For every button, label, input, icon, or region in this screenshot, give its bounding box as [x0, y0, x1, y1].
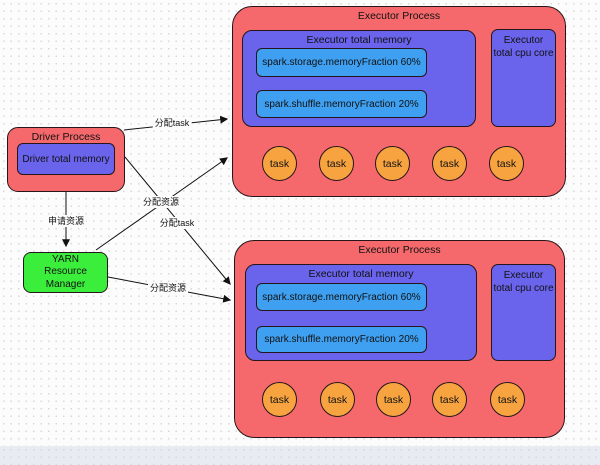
executor-1-cpu-core-box: Executor total cpu core	[491, 29, 556, 127]
executor-1-cpu-line2: total cpu core	[493, 48, 554, 59]
executor-2-cpu-line1: Executor	[503, 270, 544, 281]
driver-total-memory-box: Driver total memory	[17, 143, 115, 175]
executor-1-task-circle: task	[489, 146, 524, 181]
executor-2-task-circle: task	[490, 382, 525, 417]
yarn-label-line1: YARN	[51, 253, 80, 265]
driver-process-title: Driver Process	[31, 131, 101, 143]
executor-1-shuffle-fraction-box: spark.shuffle.memoryFraction 20%	[256, 90, 427, 118]
executor-process-1-title: Executor Process	[357, 10, 441, 22]
executor-1-task-circle: task	[319, 146, 354, 181]
edge-label-request-resources: 申请资源	[45, 215, 87, 227]
executor-2-shuffle-fraction-box: spark.shuffle.memoryFraction 20%	[256, 326, 427, 353]
edge-label-allocate-resources-top: 分配资源	[140, 196, 182, 208]
canvas-footer-strip	[0, 446, 600, 465]
yarn-label-line2: Resource Manager	[44, 266, 87, 290]
executor-1-task-circle: task	[432, 146, 467, 181]
edge-label-allocate-resources-bottom: 分配资源	[147, 282, 189, 294]
executor-2-storage-fraction-box: spark.storage.memoryFraction 60%	[256, 283, 427, 311]
executor-1-storage-fraction-box: spark.storage.memoryFraction 60%	[256, 48, 427, 77]
executor-1-total-memory-title: Executor total memory	[306, 34, 412, 46]
executor-1-task-circle: task	[262, 146, 297, 181]
executor-2-total-memory-title: Executor total memory	[308, 268, 414, 280]
executor-1-cpu-line1: Executor	[503, 35, 544, 46]
edge-label-allocate-task-top: 分配task	[152, 117, 192, 129]
executor-2-cpu-line2: total cpu core	[493, 283, 554, 294]
executor-process-2-title: Executor Process	[358, 244, 441, 256]
executor-2-task-circle: task	[320, 382, 355, 417]
executor-2-task-circle: task	[432, 382, 467, 417]
executor-2-cpu-core-box: Executor total cpu core	[491, 264, 556, 361]
executor-2-task-circle: task	[376, 382, 411, 417]
executor-1-task-circle: task	[375, 146, 410, 181]
edge-label-allocate-task-bottom: 分配task	[157, 217, 197, 229]
executor-2-task-circle: task	[262, 382, 297, 417]
yarn-resource-manager-box: YARN Resource Manager	[23, 252, 108, 293]
